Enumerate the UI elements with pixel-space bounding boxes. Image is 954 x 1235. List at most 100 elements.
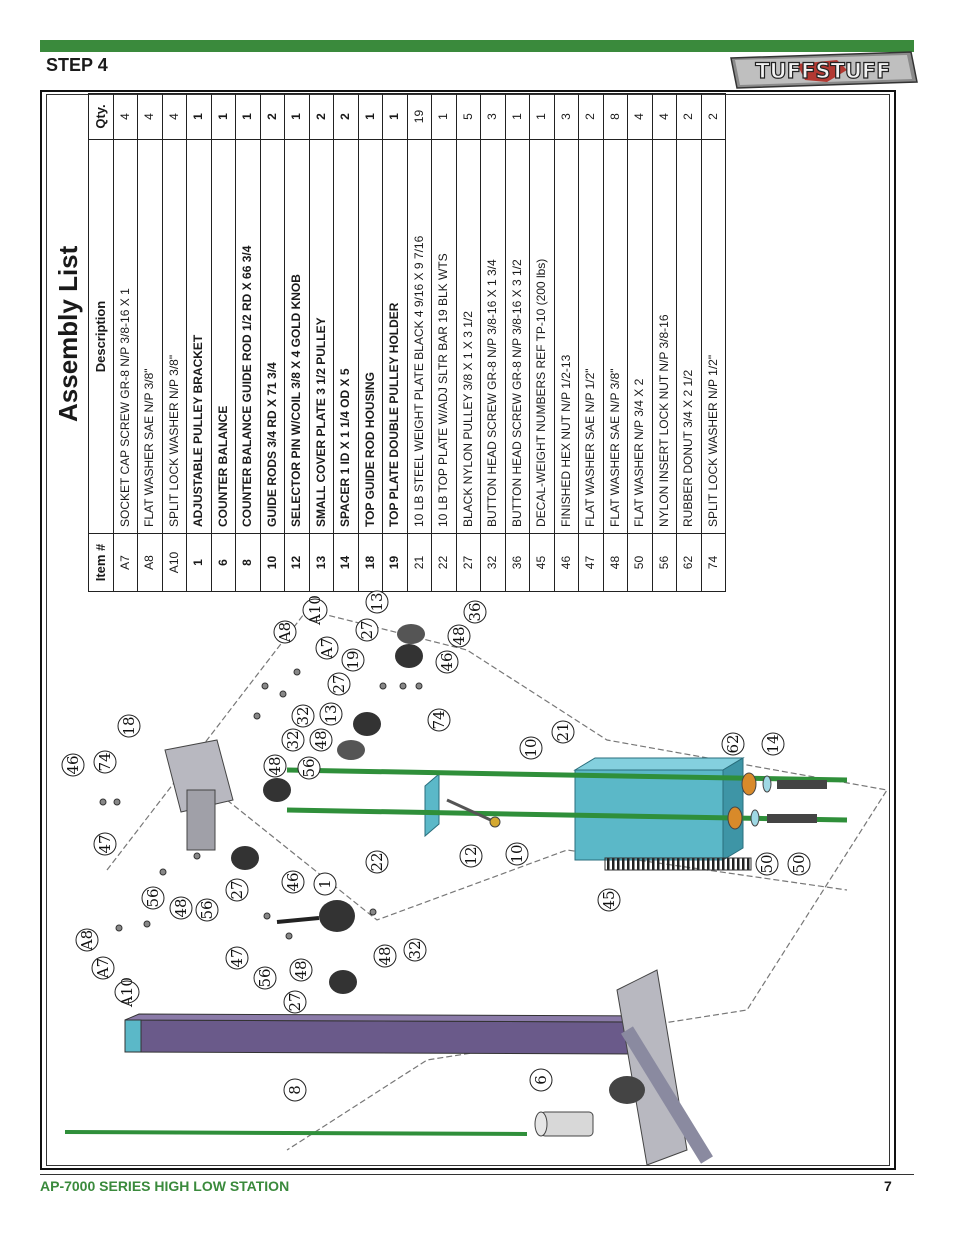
description-cell: TOP PLATE DOUBLE PULLEY HOLDER — [382, 139, 407, 534]
callout-label: 46 — [284, 872, 302, 891]
callout-label: 62 — [724, 734, 742, 753]
item-cell: 6 — [211, 533, 236, 592]
callout-label: 48 — [292, 960, 310, 979]
guide-rod-upper — [286, 767, 848, 783]
item-cell: 19 — [382, 533, 407, 592]
item-cell: A7 — [113, 533, 138, 592]
item-cell: A10 — [162, 533, 187, 592]
frame-diagonal — [621, 1026, 713, 1164]
item-cell: 48 — [603, 533, 628, 592]
qty-cell: 1 — [382, 93, 407, 140]
callout-32: 32 — [281, 728, 305, 752]
callout-label: 74 — [96, 752, 114, 771]
callout-label: A10 — [306, 595, 324, 626]
qty-cell: 8 — [603, 93, 628, 140]
callout-a10: A10 — [302, 595, 328, 626]
qty-cell: 4 — [113, 93, 138, 140]
callout-label: 48 — [312, 730, 330, 749]
item-cell: 74 — [701, 533, 726, 592]
callout-label: 46 — [438, 652, 456, 671]
qty-cell: 1 — [505, 93, 530, 140]
callout-label: 27 — [358, 620, 376, 639]
spacer-lower — [767, 814, 817, 823]
qty-cell: 4 — [137, 93, 162, 140]
callout-46: 46 — [281, 870, 305, 894]
table-header-row: Item # Description Qty. — [88, 93, 113, 592]
callout-21: 21 — [551, 720, 575, 744]
callout-label: 47 — [228, 948, 246, 967]
callout-62: 62 — [721, 732, 745, 756]
callout-label: 10 — [508, 844, 526, 863]
qty-cell: 3 — [554, 93, 579, 140]
callout-19: 19 — [341, 648, 365, 672]
callout-8: 8 — [283, 1078, 307, 1102]
qty-cell: 5 — [456, 93, 481, 140]
callout-a8: A8 — [75, 928, 99, 952]
item-cell: 8 — [235, 533, 260, 592]
qty-cell: 2 — [701, 93, 726, 140]
callout-47: 47 — [93, 832, 117, 856]
description-cell: FLAT WASHER SAE N/P 3/8" — [603, 139, 628, 534]
column-header-description: Description — [88, 139, 113, 534]
item-cell: 13 — [309, 533, 334, 592]
description-cell: SPACER 1 ID X 1 1/4 OD X 5 — [333, 139, 358, 534]
callout-label: A10 — [118, 977, 136, 1008]
description-cell: TOP GUIDE ROD HOUSING — [358, 139, 383, 534]
callout-48: 48 — [169, 896, 193, 920]
callout-32: 32 — [403, 938, 427, 962]
callout-56: 56 — [195, 898, 219, 922]
callout-label: A8 — [78, 930, 96, 951]
item-cell: 36 — [505, 533, 530, 592]
callout-27: 27 — [355, 618, 379, 642]
callout-22: 22 — [365, 850, 389, 874]
guide-rod-lower — [286, 807, 848, 823]
description-cell: COUNTER BALANCE GUIDE ROD 1/2 RD X 66 3/… — [235, 139, 260, 534]
callout-32: 32 — [291, 704, 315, 728]
tuffstuff-logo: TUFFSTUFF — [730, 51, 918, 89]
qty-cell: 2 — [578, 93, 603, 140]
callout-label: 1 — [316, 879, 334, 889]
description-cell: NYLON INSERT LOCK NUT N/P 3/8-16 — [652, 139, 677, 534]
callout-label: A8 — [276, 622, 294, 643]
frame-beam — [124, 1019, 648, 1055]
callout-label: 27 — [330, 674, 348, 693]
top-plate — [424, 772, 440, 838]
callout-label: 74 — [430, 710, 448, 729]
qty-cell: 2 — [333, 93, 358, 140]
description-cell: 10 LB TOP PLATE W/ADJ SLTR BAR 19 BLK WT… — [431, 139, 456, 534]
callout-10: 10 — [505, 842, 529, 866]
callout-label: 22 — [368, 852, 386, 871]
callout-label: 32 — [406, 940, 424, 959]
item-cell: 47 — [578, 533, 603, 592]
description-cell: COUNTER BALANCE — [211, 139, 236, 534]
callout-label: 8 — [286, 1085, 304, 1095]
qty-cell: 4 — [162, 93, 187, 140]
adjustable-pulley-bracket — [319, 900, 355, 932]
callout-48: 48 — [309, 728, 333, 752]
description-cell: FLAT WASHER N/P 3/4 X 2 — [627, 139, 652, 534]
description-cell: GUIDE RODS 3/4 RD X 71 3/4 — [260, 139, 285, 534]
callout-27: 27 — [327, 672, 351, 696]
callout-10: 10 — [519, 736, 543, 760]
callout-45: 45 — [597, 888, 621, 912]
callout-label: 13 — [322, 704, 340, 723]
item-cell: 12 — [284, 533, 309, 592]
counter-balance — [540, 1111, 594, 1137]
item-cell: 1 — [186, 533, 211, 592]
qty-cell: 2 — [260, 93, 285, 140]
washer-50-b — [750, 809, 760, 827]
